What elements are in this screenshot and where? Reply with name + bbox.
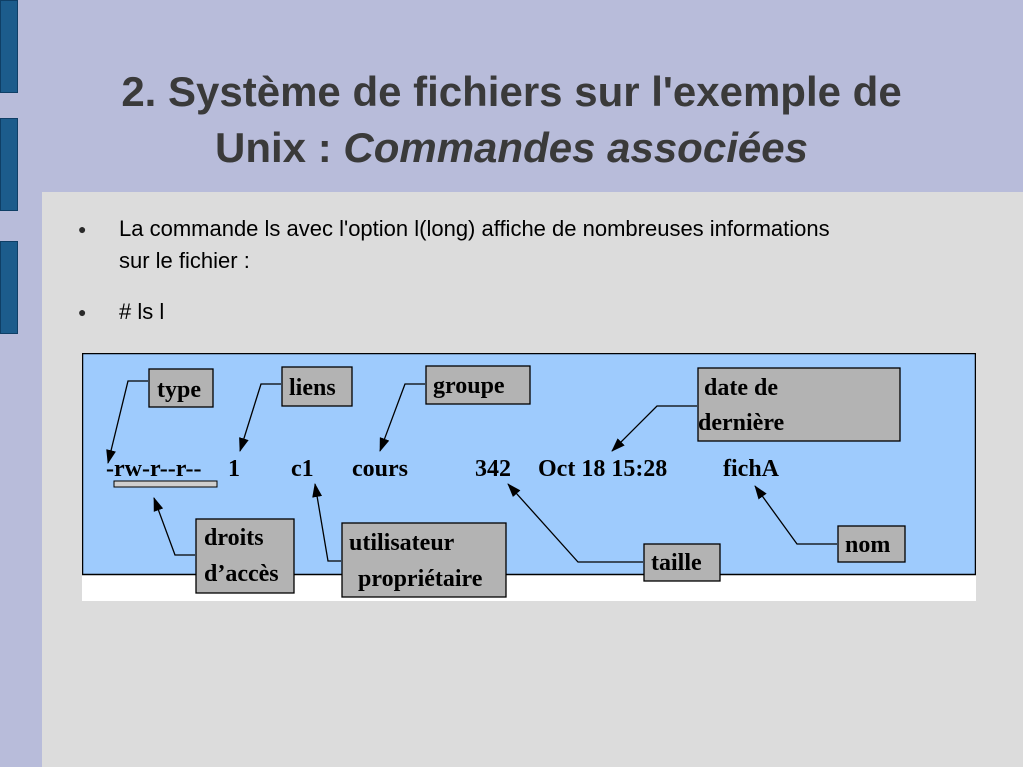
callout-date-line-1: date de: [704, 375, 778, 401]
callout-utilisateur-line-1: utilisateur: [349, 530, 455, 556]
title-prefix: Unix :: [215, 124, 344, 171]
bullet-text: # ls l: [119, 299, 165, 324]
callout-box-taille: [643, 543, 721, 582]
callout-box-liens: [281, 366, 353, 407]
title-italic: Commandes associées: [343, 124, 808, 171]
callout-box-nom: [837, 525, 906, 563]
arrow-liens: [239, 383, 281, 452]
bullet-text: La commande ls avec l'option l(long) aff…: [119, 216, 830, 273]
listing-size: 342: [475, 456, 511, 482]
callout-box-groupe: [425, 365, 531, 405]
arrow-taille: [507, 483, 643, 563]
callout-box-utilisateur: [341, 522, 507, 598]
listing-group: cours: [352, 456, 408, 482]
title-line-1: 2. Système de fichiers sur l'exemple de: [121, 68, 902, 115]
bullet-marker: ●: [78, 221, 87, 237]
permissions-underline: [113, 480, 218, 488]
title-line-2: Unix : Commandes associées: [40, 120, 983, 176]
listing-date: Oct 18 15:28: [538, 456, 667, 482]
callout-box-date: [697, 367, 901, 442]
side-bar-bottom: [0, 241, 18, 334]
callout-box-type: [148, 368, 214, 408]
ls-diagram: type liens groupe date de dernière droit…: [82, 353, 976, 601]
slide-title: 2. Système de fichiers sur l'exemple de …: [40, 64, 983, 176]
arrow-droits: [153, 497, 195, 556]
listing-links: 1: [228, 456, 240, 482]
callout-utilisateur-line-2: propriétaire: [358, 566, 483, 592]
listing-permissions: -rw-r--r--: [106, 456, 201, 482]
callout-liens: liens: [289, 375, 336, 401]
listing-filename: fichA: [723, 456, 780, 482]
side-bar-middle: [0, 118, 18, 211]
side-bar-top: [0, 0, 18, 93]
callout-nom: nom: [845, 532, 890, 558]
callout-type: type: [157, 377, 201, 403]
callout-droits-line-2: d’accès: [204, 561, 279, 587]
arrow-type: [106, 380, 148, 464]
callout-box-droits: [195, 518, 295, 594]
arrow-nom: [754, 485, 837, 545]
arrow-groupe: [379, 383, 425, 452]
callout-taille: taille: [651, 550, 702, 576]
callout-droits-line-1: droits: [204, 525, 264, 551]
arrow-utilisateur: [312, 483, 341, 562]
arrow-date: [611, 405, 697, 452]
callout-groupe: groupe: [433, 373, 505, 399]
listing-owner: c1: [291, 456, 314, 482]
bullet-marker: ●: [78, 304, 87, 320]
callout-date-line-2: dernière: [698, 410, 785, 436]
